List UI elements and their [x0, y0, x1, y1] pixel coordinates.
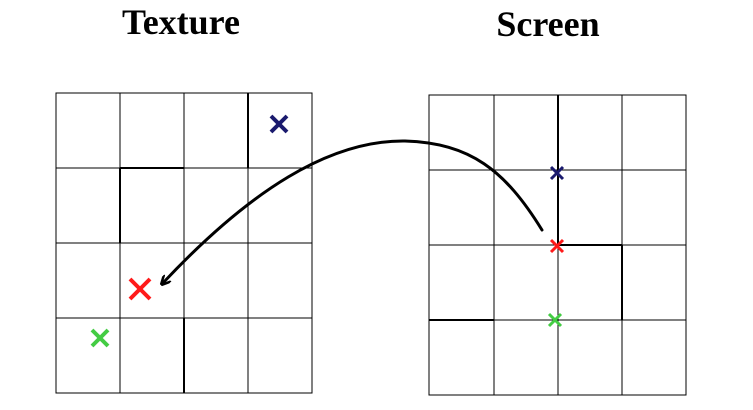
screen-cell [557, 94, 623, 171]
x-stroke [269, 114, 289, 134]
screen-cell [557, 244, 623, 321]
x-stroke [549, 238, 565, 254]
texture-cell [55, 242, 121, 319]
texture-cell [55, 92, 121, 169]
texture-cell [119, 92, 185, 169]
screen-green-x-marker [547, 312, 563, 328]
texture-cell [247, 167, 313, 244]
texture-cell [119, 317, 185, 394]
x-stroke [128, 277, 152, 301]
screen-grid [428, 94, 687, 396]
screen-title: Screen [496, 4, 599, 44]
screen-cell [621, 94, 687, 171]
texture-cell [55, 317, 121, 394]
texture-cell [183, 92, 249, 169]
screen-cell [557, 319, 623, 396]
texture-cell [183, 317, 249, 394]
screen-cell [428, 319, 495, 396]
texture-title: Texture [122, 2, 240, 42]
screen-cell [621, 319, 687, 396]
texture-cell [55, 167, 121, 244]
texture-cell [183, 242, 249, 319]
texture-cell [247, 317, 313, 394]
screen-cell [428, 94, 495, 171]
texture-grid [55, 92, 313, 394]
screen-cell [621, 169, 687, 246]
x-stroke [549, 165, 565, 181]
x-stroke [547, 312, 563, 328]
texture-red-x-marker [128, 277, 152, 301]
screen-navy-x-marker [549, 165, 565, 181]
texture-cell [247, 92, 313, 169]
screen-red-x-marker [549, 238, 565, 254]
texture-navy-x-marker [269, 114, 289, 134]
markers [90, 114, 565, 348]
screen-cell [493, 319, 559, 396]
screen-cell [493, 94, 559, 171]
screen-cell [621, 244, 687, 321]
texture-cell [119, 167, 185, 244]
screen-cell [557, 169, 623, 246]
texture-cell [247, 242, 313, 319]
screen-cell [428, 244, 495, 321]
screen-cell [428, 169, 495, 246]
screen-cell [493, 244, 559, 321]
mapping-arrow [162, 139, 544, 284]
x-stroke [90, 328, 110, 348]
texture-green-x-marker [90, 328, 110, 348]
